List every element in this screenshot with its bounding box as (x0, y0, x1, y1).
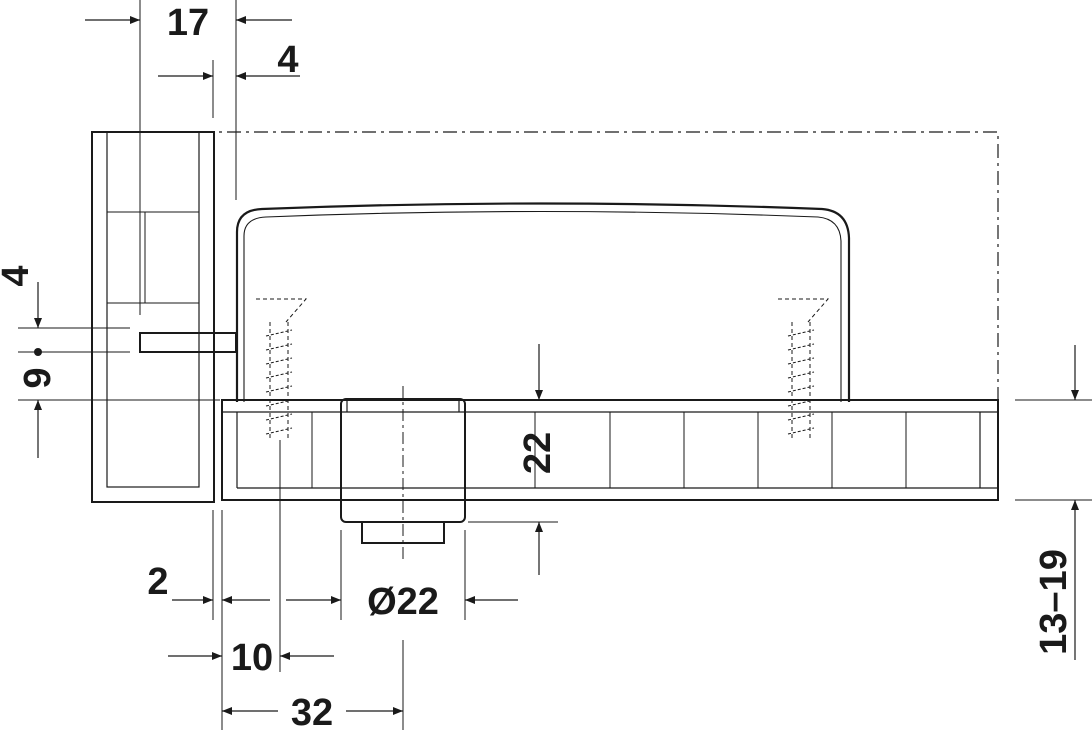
dim-label-10: 10 (231, 637, 273, 679)
side-panel (91, 131, 215, 503)
dim-label-4-left: 4 (0, 265, 37, 286)
dim-label-2: 2 (147, 561, 168, 603)
dimension-d22: Ø22 (286, 581, 518, 623)
dimension-9: 9 (17, 348, 220, 458)
screw-left (256, 298, 308, 440)
dimension-2: 2 (147, 561, 270, 604)
dimension-4-left: 4 (0, 265, 130, 329)
dim-label-9: 9 (17, 367, 59, 388)
dim-label-d22: Ø22 (367, 581, 439, 623)
dim-label-13-19: 13–19 (1033, 549, 1075, 655)
bore-insert (340, 386, 466, 560)
dim-label-22: 22 (517, 432, 559, 474)
dim-label-4-top: 4 (277, 39, 298, 81)
dimension-32: 32 (222, 692, 403, 730)
dimension-17: 17 (85, 0, 292, 315)
bottom-panel (221, 399, 999, 501)
screw-right (778, 298, 830, 440)
dimension-13-19: 13–19 (1015, 345, 1092, 660)
dimension-4-top: 4 (158, 39, 300, 118)
dim-label-17: 17 (167, 2, 209, 44)
dimension-22: 22 (468, 344, 559, 575)
connector-pin (139, 332, 237, 353)
dimension-10: 10 (168, 637, 334, 679)
dim-label-32: 32 (291, 692, 333, 730)
fitting-housing (235, 202, 851, 402)
bottom-extension-lines (212, 440, 466, 730)
cabinet-outline-dashdot (92, 131, 999, 400)
